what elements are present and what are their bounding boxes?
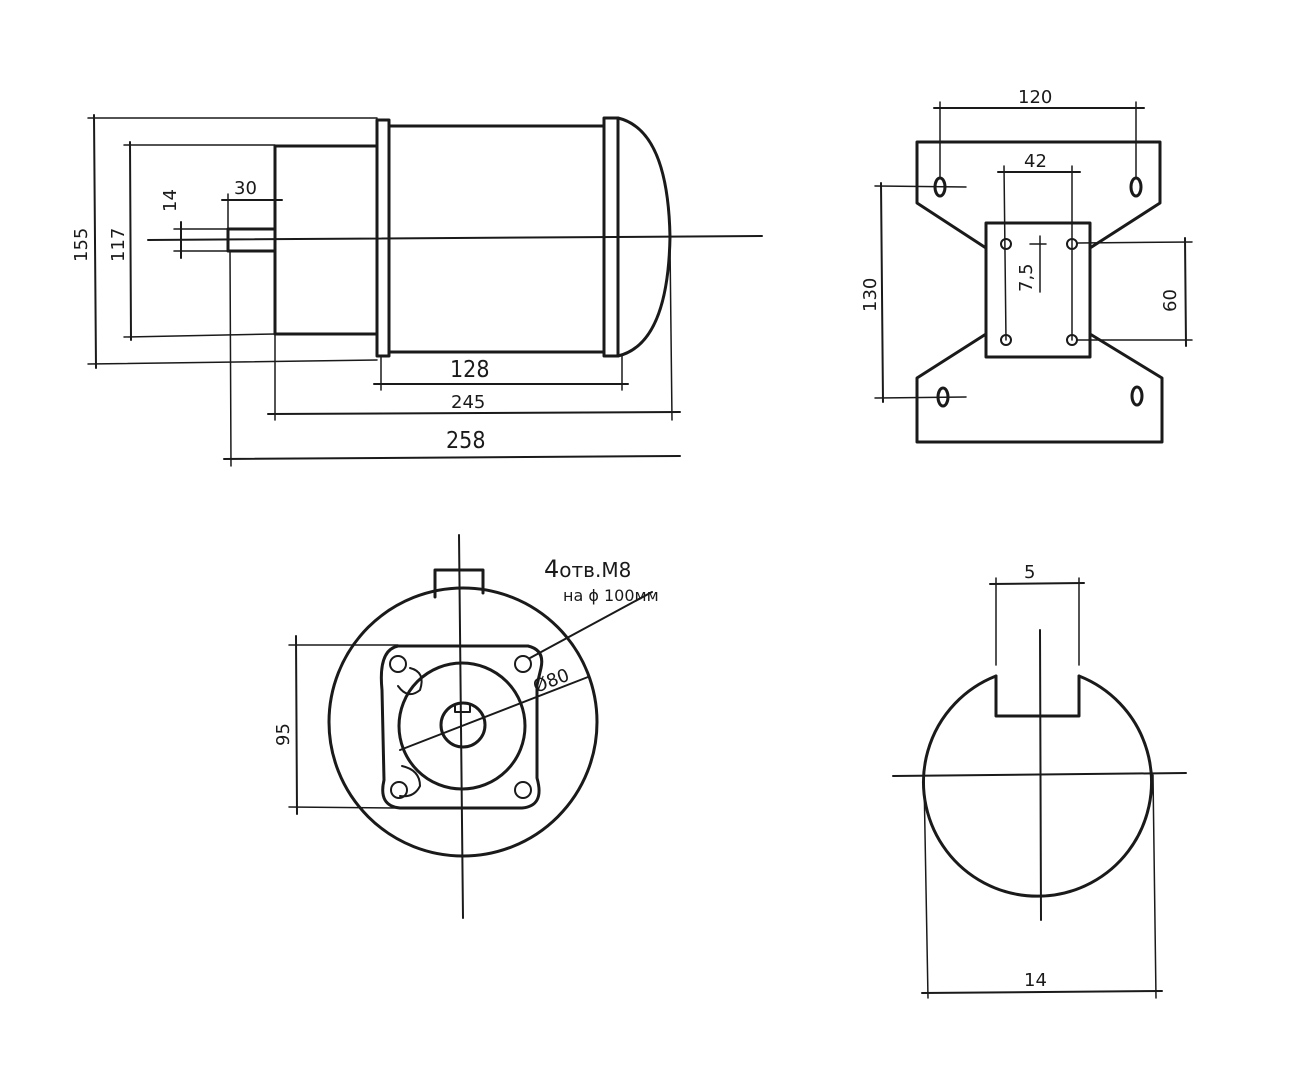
- shaft-circle: [439, 701, 487, 749]
- dim-line-155: [93, 114, 97, 369]
- flange-lug-cutout: [397, 667, 423, 696]
- ext-line: [874, 185, 967, 188]
- dim-14-section-label: 14: [1024, 970, 1047, 991]
- ext-line: [1077, 241, 1193, 244]
- ext-line: [1003, 165, 1007, 341]
- dim-line-5: [989, 582, 1085, 585]
- side-view: 155 117 14 30 128 245 258: [71, 114, 763, 467]
- dim-line-245: [267, 411, 681, 415]
- dim-line-14-section: [921, 990, 1163, 994]
- front-flange-view: Ø80 4отв.М8 на ϕ 100мм 95: [273, 534, 659, 919]
- flange-hole: [514, 655, 532, 673]
- foot-mount-view: 120 42 130 60 7,5: [860, 87, 1193, 444]
- ext-line: [229, 250, 232, 467]
- note-spec: отв.М8: [559, 558, 631, 582]
- keyway: [994, 674, 1081, 718]
- dim-42-label: 42: [1024, 151, 1047, 172]
- ext-line: [87, 359, 378, 365]
- dim-line-60: [1184, 237, 1187, 347]
- flange-hole: [390, 781, 408, 799]
- mount-slot: [1130, 385, 1144, 407]
- mount-hole: [1000, 238, 1012, 250]
- dim-60-label: 60: [1160, 289, 1181, 312]
- ext-line: [669, 244, 673, 421]
- dim-line-130: [880, 182, 884, 403]
- dim-14-label: 14: [160, 189, 181, 212]
- pcd-leader: [399, 676, 589, 751]
- ext-line: [874, 396, 967, 399]
- motor-outer-circle: [327, 586, 599, 858]
- mount-slot: [1129, 176, 1143, 198]
- dim-line-117: [129, 141, 132, 341]
- dim-95-label: 95: [273, 723, 294, 746]
- note-leader: [529, 591, 653, 659]
- dim-258-label: 258: [446, 428, 486, 454]
- dim-7-5-label: 7,5: [1016, 263, 1037, 292]
- ext-line: [288, 806, 399, 809]
- section-v-centerline: [1039, 629, 1042, 921]
- flange-lug-cutout: [399, 765, 421, 798]
- shaft-section-outline: [922, 674, 1153, 898]
- dim-155-label: 155: [71, 228, 92, 262]
- note-line-2: на ϕ 100мм: [563, 586, 659, 605]
- side-centerline: [147, 235, 763, 241]
- ext-line: [1152, 774, 1157, 999]
- ext-line: [123, 333, 276, 338]
- dim-120-label: 120: [1018, 87, 1052, 108]
- shaft-section-view: 5 14: [892, 562, 1187, 999]
- shaft-key: [454, 704, 471, 713]
- note-line-1: 4отв.М8: [544, 555, 631, 583]
- flange-hole: [514, 781, 532, 799]
- flange-outline: [379, 644, 544, 810]
- dim-30-label: 30: [234, 178, 257, 199]
- note-count: 4: [544, 555, 559, 583]
- dim-130-label: 130: [860, 278, 881, 312]
- dim-5-label: 5: [1024, 562, 1035, 583]
- ext-line: [923, 777, 929, 999]
- dim-pcd-label: Ø80: [530, 665, 572, 698]
- dim-line-95: [295, 635, 298, 815]
- dim-117-label: 117: [108, 228, 129, 262]
- dim-245-label: 245: [451, 392, 485, 413]
- dim-128-label: 128: [450, 357, 490, 383]
- mount-inner-rect: [984, 221, 1092, 359]
- dim-line-258: [223, 455, 681, 460]
- flange-hole: [389, 655, 407, 673]
